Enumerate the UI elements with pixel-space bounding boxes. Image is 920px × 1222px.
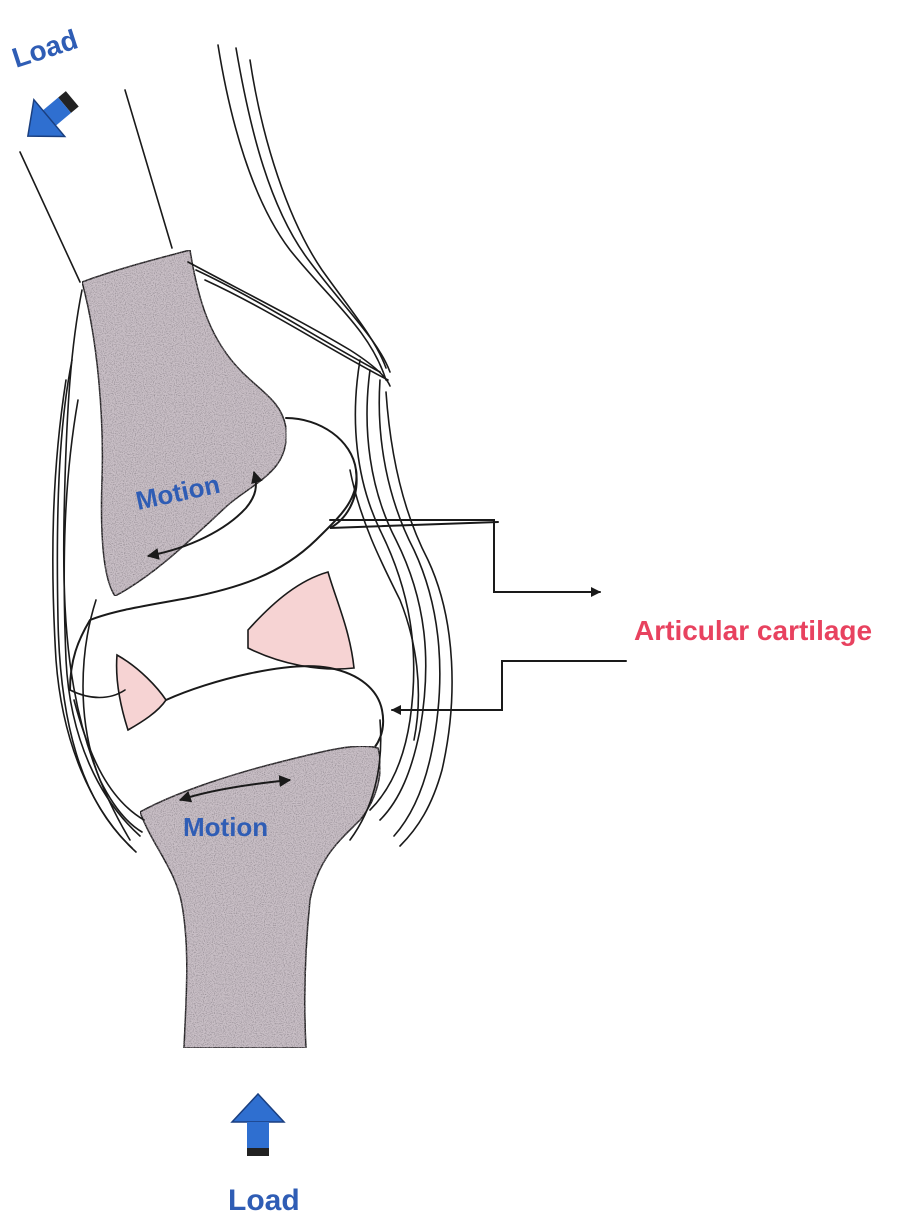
- cartilage-callout-upper: [330, 520, 600, 592]
- lower-bone: [140, 746, 380, 1048]
- cartilage-callout-lower: [392, 661, 626, 710]
- load-label-bottom: Load: [228, 1184, 300, 1217]
- lower-motion-label: Motion: [183, 812, 268, 842]
- arrow-up-icon: [232, 1094, 284, 1156]
- cartilage-triangle: [248, 572, 354, 669]
- load-label-top: Load: [8, 24, 81, 74]
- arrow-down-right-icon: [12, 80, 87, 154]
- articular-cartilage-label: Articular cartilage: [634, 615, 872, 646]
- cartilage-wedge: [117, 655, 166, 730]
